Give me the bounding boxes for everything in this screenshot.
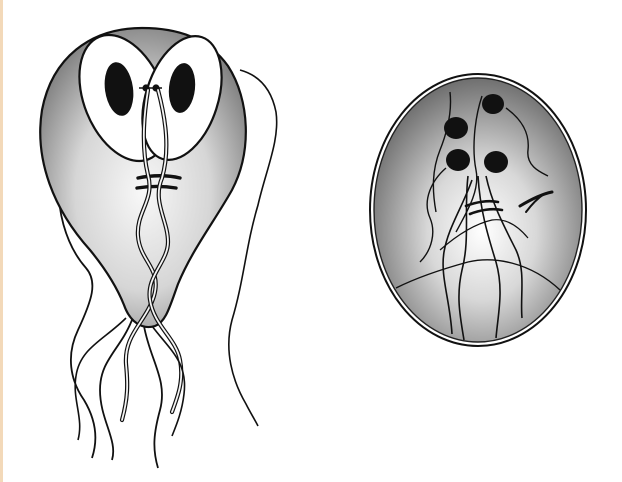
trophozoite-median-body xyxy=(137,187,176,189)
cyst-nucleus xyxy=(482,94,504,114)
trophozoite-figure xyxy=(40,22,276,468)
trophozoite-posterior-flagellum xyxy=(144,326,162,468)
cyst-nucleus xyxy=(484,151,508,173)
cyst-nucleus xyxy=(446,149,470,171)
cyst-figure xyxy=(370,74,586,346)
